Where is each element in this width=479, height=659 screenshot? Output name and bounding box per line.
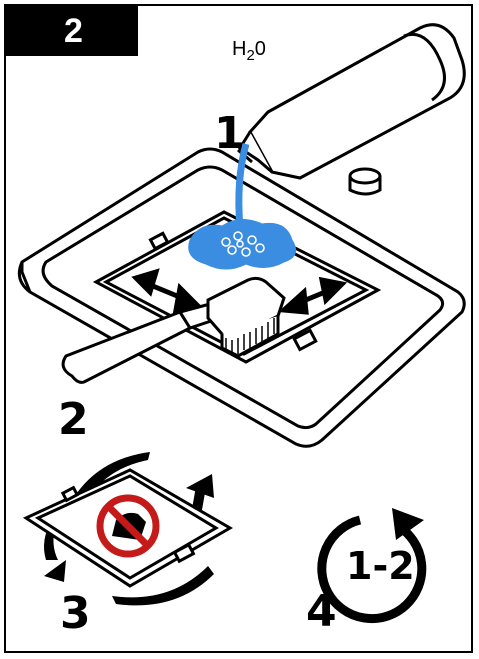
cap-icon (350, 169, 380, 194)
step-3-label: 3 (60, 588, 91, 639)
step-2-label: 2 (58, 394, 89, 445)
step-1-label: 1 (214, 108, 245, 159)
repeat-label: 1-2 (346, 544, 415, 588)
step-4-label: 4 (306, 586, 337, 637)
no-touch-icon (100, 498, 156, 554)
bottle-icon (238, 25, 464, 178)
